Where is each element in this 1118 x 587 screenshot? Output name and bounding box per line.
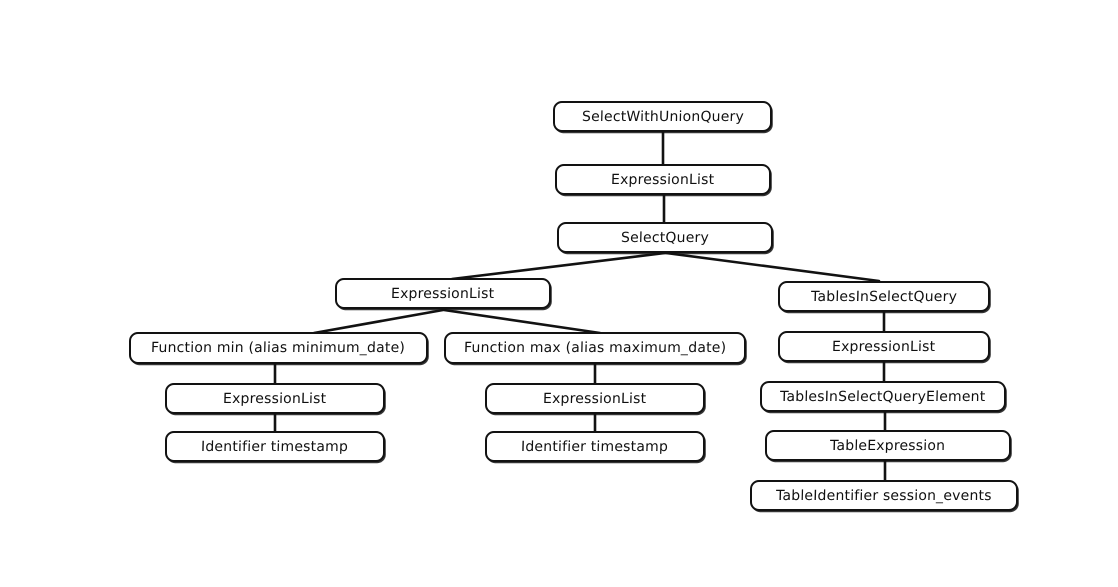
- ast-node-label: ExpressionList: [223, 390, 327, 407]
- ast-node-label: ExpressionList: [832, 338, 936, 355]
- edge-n3-to-n6: [442, 308, 602, 335]
- ast-node-n14[interactable]: TableIdentifier session_events: [750, 480, 1018, 511]
- ast-node-n6[interactable]: Function max (alias maximum_date): [444, 332, 746, 364]
- ast-node-n9[interactable]: ExpressionList: [485, 383, 705, 414]
- ast-node-label: ExpressionList: [543, 390, 647, 407]
- ast-node-label: Function max (alias maximum_date): [463, 340, 727, 356]
- ast-node-label: SelectWithUnionQuery: [581, 108, 744, 125]
- ast-node-label: ExpressionList: [611, 171, 715, 188]
- edge-n2-to-n3: [450, 251, 667, 281]
- ast-node-label: SelectQuery: [620, 229, 710, 246]
- ast-node-n0[interactable]: SelectWithUnionQuery: [553, 101, 772, 132]
- ast-node-n1[interactable]: ExpressionList: [555, 164, 771, 195]
- ast-node-n8[interactable]: ExpressionList: [165, 383, 385, 414]
- ast-node-n12[interactable]: Identifier timestamp: [485, 431, 705, 462]
- ast-node-n2[interactable]: SelectQuery: [557, 222, 773, 253]
- ast-node-label: TableExpression: [830, 437, 946, 454]
- ast-node-n4[interactable]: TablesInSelectQuery: [778, 281, 990, 312]
- ast-node-label: TableIdentifier session_events: [775, 487, 993, 504]
- ast-node-label: TablesInSelectQuery: [810, 288, 958, 305]
- ast-node-label: Identifier timestamp: [521, 438, 669, 455]
- ast-node-n13[interactable]: TableExpression: [765, 430, 1011, 461]
- ast-node-n11[interactable]: Identifier timestamp: [165, 431, 385, 462]
- ast-node-n3[interactable]: ExpressionList: [335, 278, 551, 309]
- ast-node-n5[interactable]: Function min (alias minimum_date): [129, 332, 428, 364]
- edge-n2-to-n4: [664, 251, 881, 283]
- ast-node-label: Identifier timestamp: [201, 438, 349, 455]
- ast-node-label: Function min (alias minimum_date): [151, 340, 406, 356]
- edge-n3-to-n5: [312, 308, 445, 335]
- ast-node-label: TablesInSelectQueryElement: [780, 388, 986, 405]
- ast-node-label: ExpressionList: [391, 285, 495, 302]
- ast-node-n10[interactable]: TablesInSelectQueryElement: [760, 381, 1006, 412]
- ast-node-n7[interactable]: ExpressionList: [778, 331, 990, 362]
